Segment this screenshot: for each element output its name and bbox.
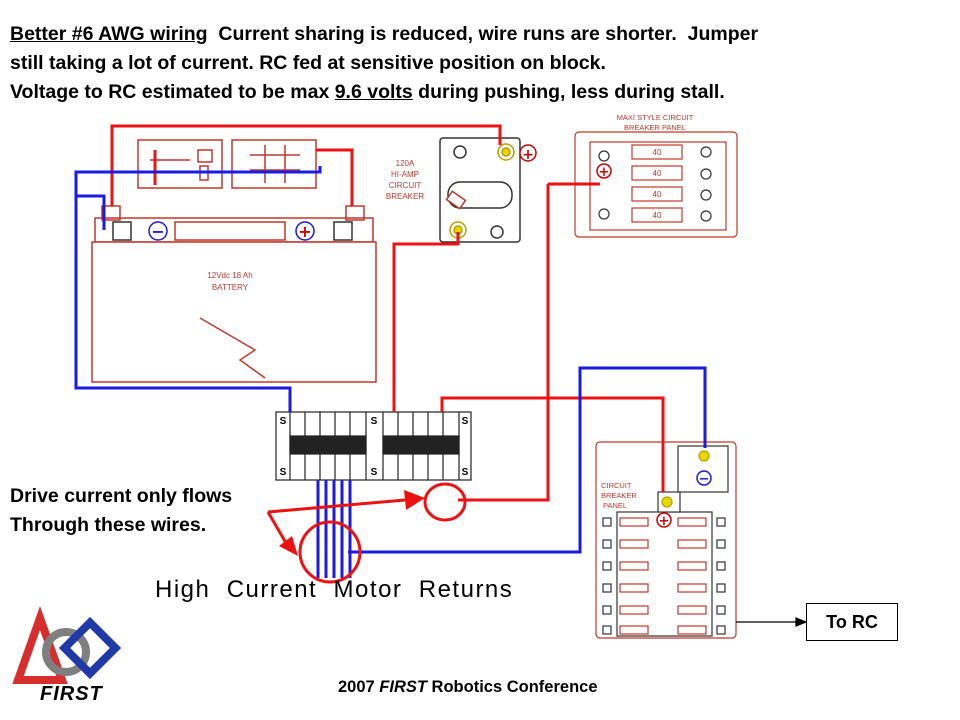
breaker-label-line3: CIRCUIT — [389, 181, 422, 190]
headline-voltage: 9.6 volts — [334, 81, 413, 103]
battery-minus-symbol: − — [151, 222, 164, 241]
headline: Better #6 AWG wiring Current sharing is … — [10, 20, 950, 107]
cb-panel-minus-symbol: − — [699, 472, 710, 487]
footer-first: FIRST — [379, 678, 427, 696]
terminal-s-left-top: S — [280, 416, 287, 427]
breaker-plus-symbol: + — [522, 147, 534, 163]
breaker-label-line4: BREAKER — [386, 192, 424, 201]
terminal-s-right-bottom: S — [462, 467, 469, 478]
terminal-s-right-top: S — [462, 416, 469, 427]
terminal-s-mid-top: S — [371, 416, 378, 427]
maxi-fuse-4: 40 — [653, 211, 662, 220]
headline-line1: Better #6 AWG wiring Current sharing is … — [10, 20, 950, 49]
battery — [91, 205, 377, 383]
maxi-panel-title-line2: BREAKER PANEL — [624, 123, 686, 132]
terminal-s-mid-bottom: S — [371, 467, 378, 478]
cb-panel-label-line2: BREAKER — [601, 491, 637, 500]
cb-panel-label-line3: PANEL — [603, 501, 627, 510]
terminal-s-left-bottom: S — [280, 467, 287, 478]
cb-panel-plus-symbol: + — [659, 514, 670, 529]
drive-note-line2: Through these wires. — [10, 514, 207, 536]
drive-current-note: Drive current only flows Through these w… — [10, 482, 232, 540]
breaker-plus-badge — [519, 144, 537, 162]
breaker-label-line2: HI-AMP — [391, 170, 419, 179]
maxi-fuse-3: 40 — [653, 190, 662, 199]
to-rc-box: To RC — [806, 603, 898, 641]
cb-panel-minus-badge — [696, 470, 712, 486]
footer-rest: Robotics Conference — [426, 678, 598, 696]
cb-panel-label-line1: CIRCUIT — [601, 481, 632, 490]
maxi-panel-title-line1: MAXI STYLE CIRCUIT — [617, 113, 694, 122]
battery-label-line1: 12Vdc 18 Ah — [207, 271, 252, 280]
first-logo-mark — [12, 606, 122, 684]
headline-line1-rest: Current sharing is reduced, wire runs ar… — [207, 23, 759, 45]
maxi-plus-symbol: + — [599, 165, 610, 180]
breaker-label-line1: 120A — [396, 159, 415, 168]
terminal-block — [275, 411, 472, 481]
maxi-fuse-2: 40 — [653, 169, 662, 178]
red-wires — [110, 124, 665, 502]
headline-line3-pre: Voltage to RC estimated to be max — [10, 81, 335, 103]
footer: 2007 FIRST Robotics Conference — [338, 678, 598, 697]
main-breaker — [439, 137, 521, 243]
footer-year: 2007 — [338, 678, 380, 696]
power-connector — [137, 139, 317, 189]
cb-panel-plus-badge — [656, 512, 672, 528]
drive-note-line1: Drive current only flows — [10, 485, 233, 507]
headline-underlined-title: Better #6 AWG wiring — [10, 23, 208, 45]
first-logo-text: FIRST — [40, 683, 103, 705]
headline-line3: Voltage to RC estimated to be max 9.6 vo… — [10, 78, 950, 107]
callouts — [266, 482, 467, 584]
maxi-fuse-1: 40 — [653, 148, 662, 157]
headline-line3-post: during pushing, less during stall. — [412, 81, 725, 103]
circuit-breaker-panel — [595, 441, 737, 639]
headline-line2: still taking a lot of current. RC fed at… — [10, 52, 606, 74]
motor-returns-label: High Current Motor Returns — [155, 576, 514, 603]
to-rc-arrow — [736, 617, 808, 627]
maxi-breaker-panel — [574, 131, 738, 238]
battery-plus-symbol: + — [298, 222, 311, 241]
maxi-plus-badge — [596, 163, 612, 179]
battery-label-line2: BATTERY — [212, 283, 249, 292]
